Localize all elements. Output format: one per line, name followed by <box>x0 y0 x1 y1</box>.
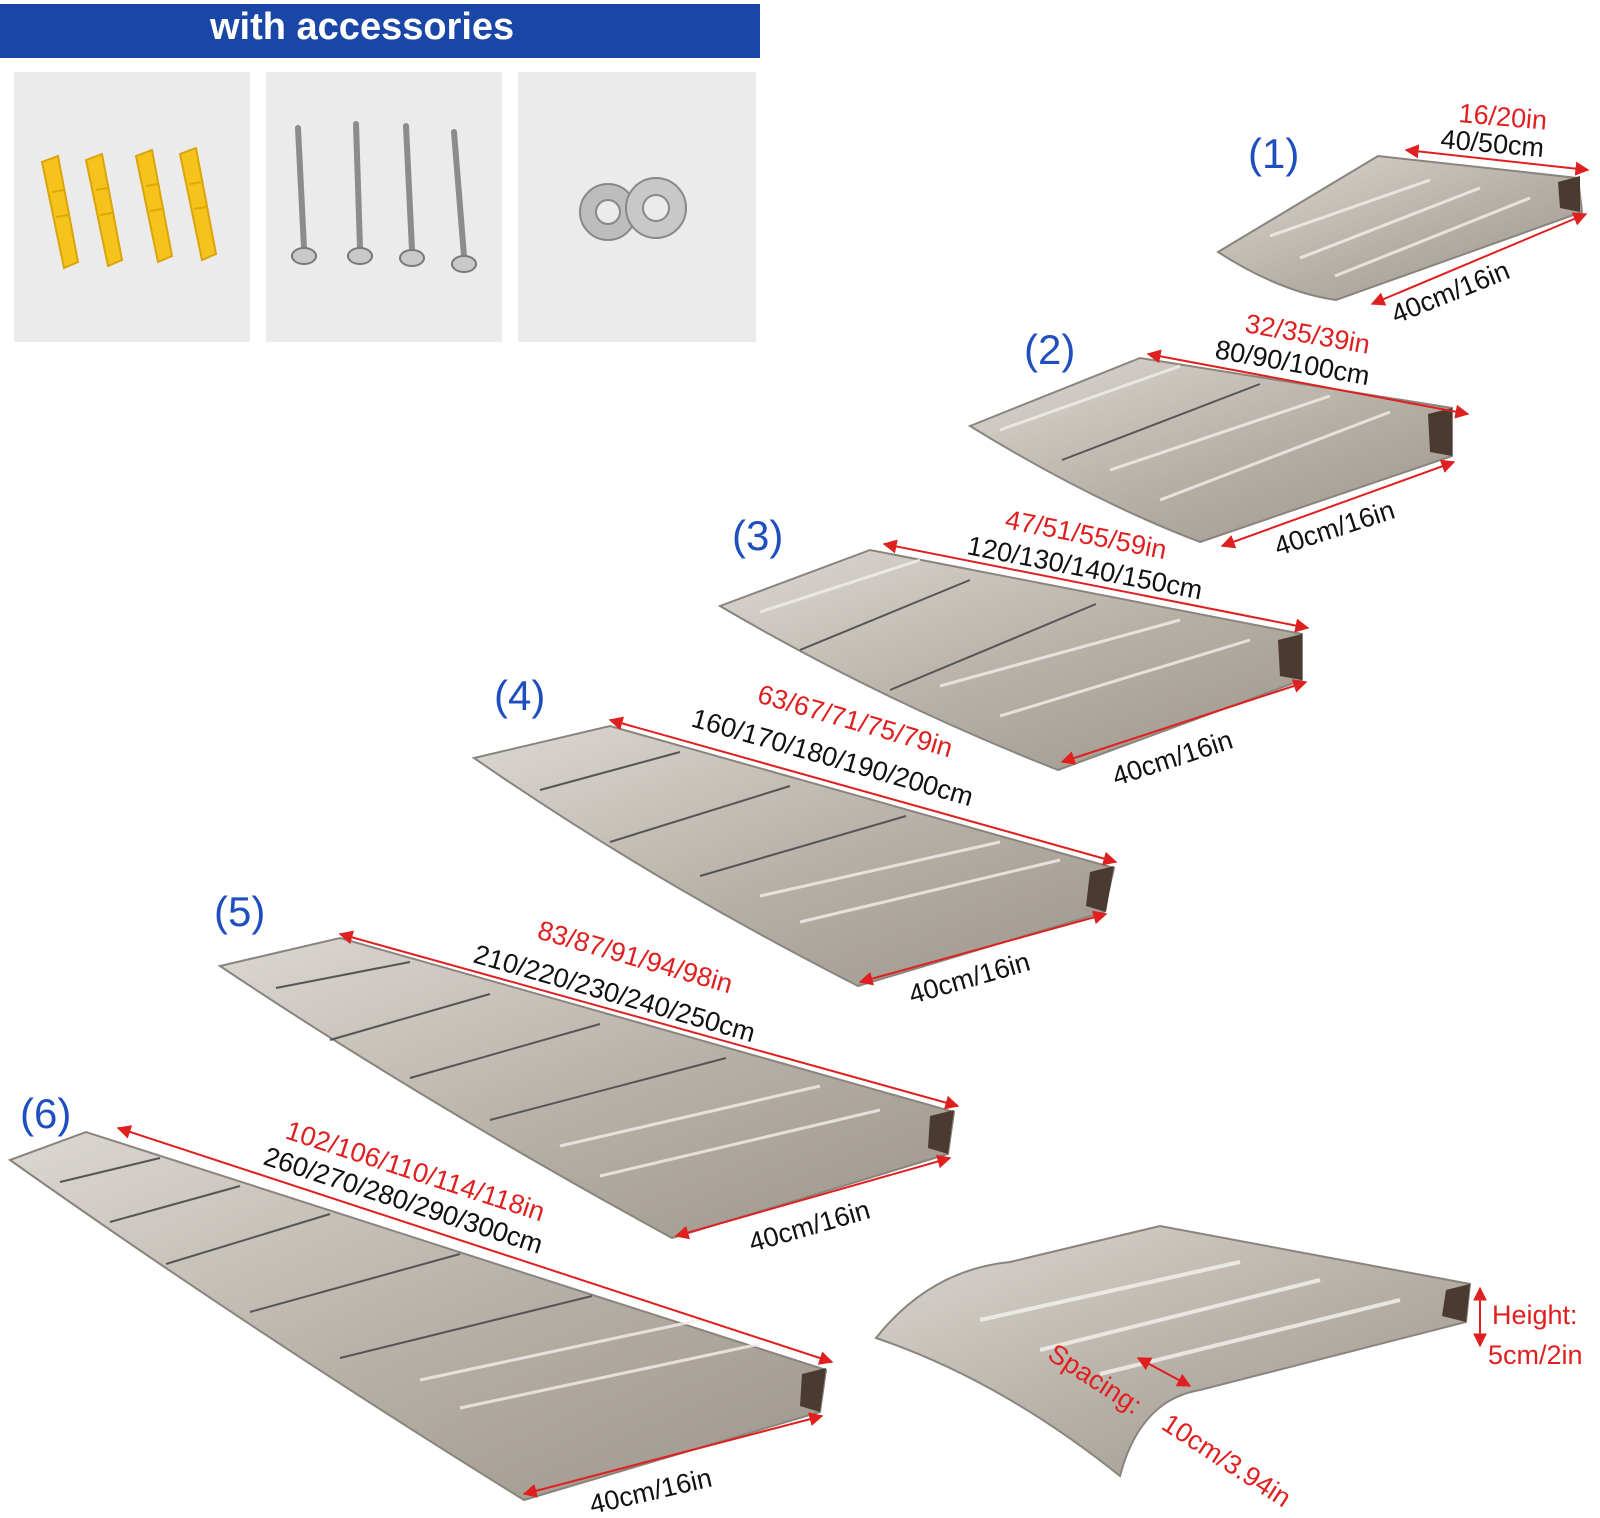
wall-plugs-image <box>14 72 250 342</box>
arrow-6-length <box>116 1125 834 1365</box>
arrow-2-depth <box>1220 459 1456 549</box>
arrow-1-depth <box>1370 212 1588 306</box>
awning-number-6: (6) <box>20 1090 71 1137</box>
arrow-spacing <box>1136 1357 1192 1387</box>
awning-number-2: (2) <box>1024 326 1075 373</box>
washers-image <box>518 72 756 342</box>
accessories-banner: with accessories <box>0 4 760 58</box>
arrow-4-length <box>608 716 1118 866</box>
screws-image <box>266 72 502 342</box>
awning-number-5: (5) <box>214 888 265 935</box>
awning-number-4: (4) <box>494 672 545 719</box>
awning-number-1: (1) <box>1248 130 1299 177</box>
height-label: Height: <box>1492 1300 1578 1330</box>
banner-title: with accessories <box>210 6 515 48</box>
arrow-1-length <box>1404 144 1590 176</box>
spacing-value: 10cm/3.94in <box>1157 1408 1297 1513</box>
arrow-3-length <box>882 539 1310 633</box>
awning-1 <box>1216 154 1584 302</box>
arrow-5-length <box>338 930 960 1110</box>
awning-number-3: (3) <box>732 512 783 559</box>
arrow-2-length <box>1146 349 1470 419</box>
height-value: 5cm/2in <box>1488 1340 1583 1370</box>
arrow-6-depth <box>522 1412 824 1498</box>
